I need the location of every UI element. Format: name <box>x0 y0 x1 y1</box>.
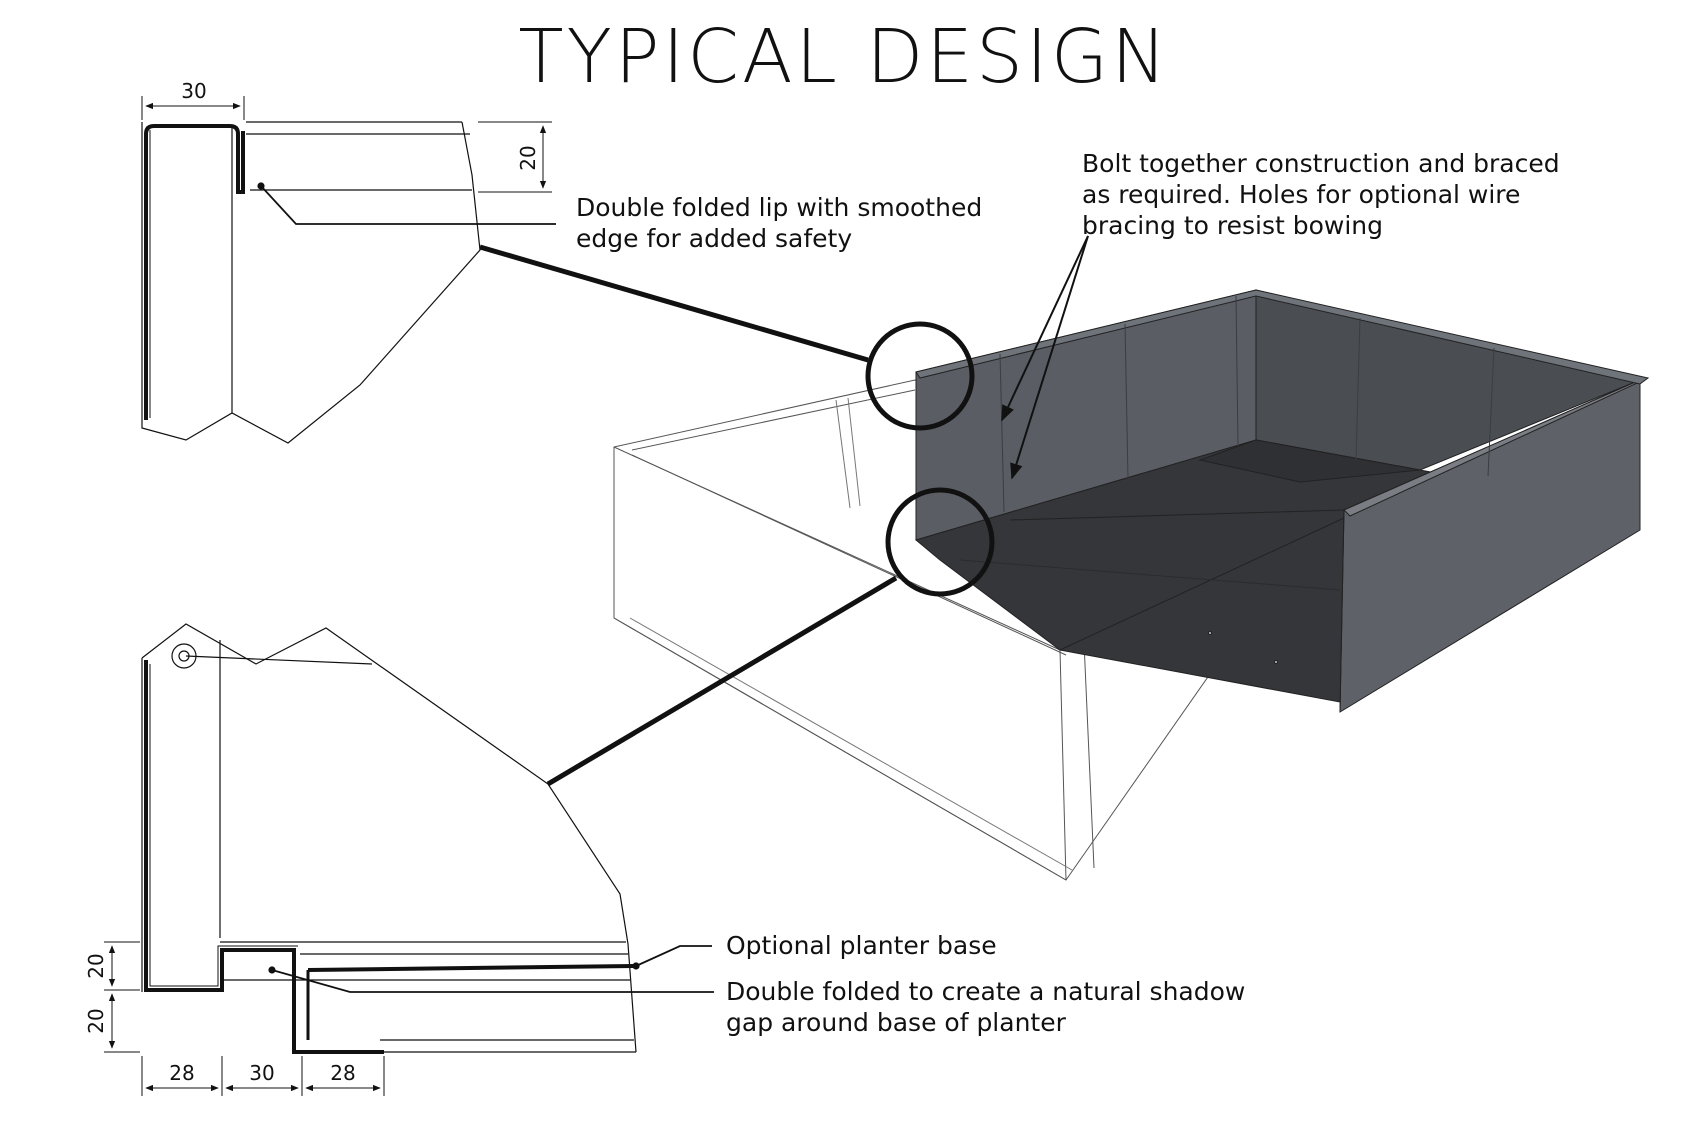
page-title: TYPICAL DESIGN <box>518 14 1170 100</box>
base-callout: Optional planter base <box>726 930 997 961</box>
dim-top-height-label: 20 <box>516 145 540 170</box>
dim-bottom-h2-label: 20 <box>84 1008 108 1033</box>
dim-bottom-heights <box>104 941 140 1053</box>
lip-connector-line <box>479 244 869 363</box>
planter-3d-view <box>613 289 1650 881</box>
dim-bottom-h1-label: 20 <box>84 953 108 978</box>
shadow-callout: Double folded to create a natural shadow… <box>726 976 1245 1038</box>
bolt-callout-line2: as required. Holes for optional wire <box>1082 180 1521 209</box>
bolt-callout: Bolt together construction and braced as… <box>1082 148 1560 241</box>
dim-top-height <box>478 121 552 193</box>
bolt-callout-line1: Bolt together construction and braced <box>1082 149 1560 178</box>
lip-callout-line2: edge for added safety <box>576 224 853 253</box>
base-zoom-circle <box>885 487 995 597</box>
shadow-callout-line1: Double folded to create a natural shadow <box>726 977 1246 1006</box>
bolt-leader <box>1001 235 1089 480</box>
base-callout-line1: Optional planter base <box>726 931 997 960</box>
dim-top-width <box>141 96 245 120</box>
dim-bottom-w3-label: 28 <box>330 1061 355 1085</box>
lip-zoom-circle <box>865 321 975 431</box>
dim-top-width-label: 30 <box>181 79 206 103</box>
dim-bottom-w2-label: 30 <box>249 1061 274 1085</box>
dim-bottom-widths <box>141 1056 385 1096</box>
top-lip-detail <box>141 121 556 444</box>
base-connector-line <box>546 575 898 787</box>
shadow-callout-line2: gap around base of planter <box>726 1008 1066 1037</box>
bolt-callout-line3: bracing to resist bowing <box>1082 211 1383 240</box>
dim-bottom-w1-label: 28 <box>169 1061 194 1085</box>
bottom-base-detail <box>141 623 714 1054</box>
lip-callout-line1: Double folded lip with smoothed <box>576 193 983 222</box>
lip-callout: Double folded lip with smoothed edge for… <box>576 192 982 254</box>
